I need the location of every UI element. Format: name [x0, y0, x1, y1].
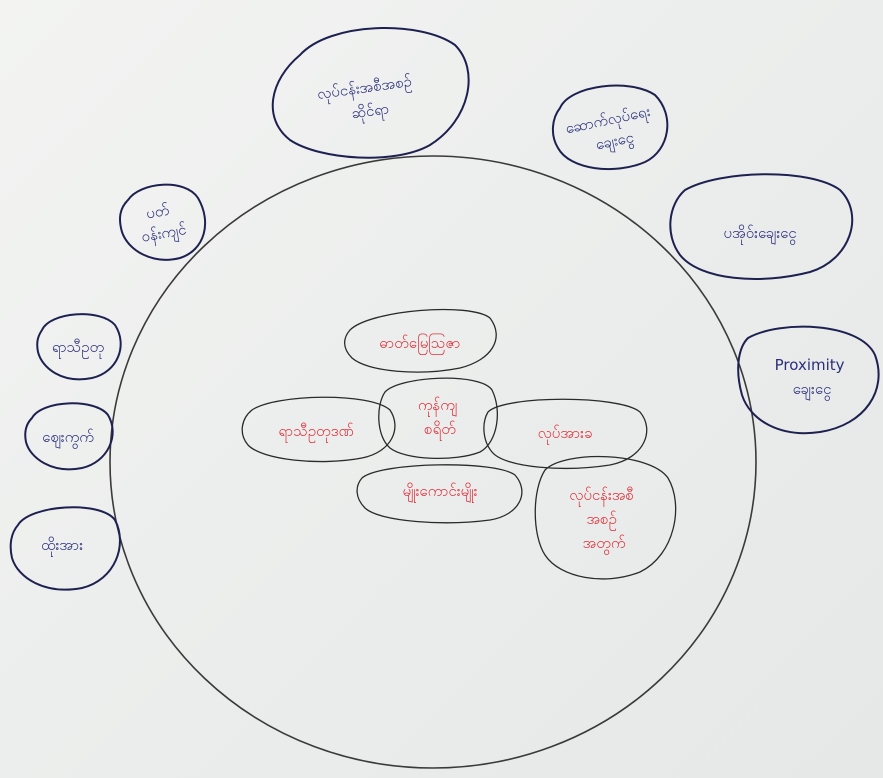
inner-node-bottom-right-line1: လုပ်ငန်းအစီ	[569, 486, 634, 507]
outer-node-top-line1: လုပ်ငန်းအစီအစဉ်	[316, 72, 413, 106]
svg-text:လုပ်ငန်းအစီ အစဉ်: လုပ်ငန်းအစီ အစဉ် အတွက်	[569, 486, 639, 555]
inner-node-center-line2: စရိတ်	[424, 420, 456, 441]
inner-node-center-right: လုပ်အားခ	[483, 398, 648, 469]
inner-node-center: ကုန်ကျ စရိတ်	[378, 377, 498, 460]
outer-node-left-3: ဈေးကွက်	[24, 402, 114, 471]
outer-node-top: လုပ်ငန်းအစီအစဉ် ဆိုင်ရာ	[271, 27, 470, 159]
inner-node-center-top: ဓာတ်မြေဩဇာ	[343, 308, 497, 373]
svg-text:ဆောက်လုပ်ရေး ချေးငွေ: ဆောက်လုပ်ရေး ချေးငွေ	[564, 101, 662, 162]
outer-node-left-4-label: ထိုးအား	[41, 536, 83, 557]
outer-node-right-2-line2: ချေးငွေ	[793, 380, 832, 401]
inner-node-center-line1: ကုန်ကျ	[418, 396, 458, 417]
svg-text:ကုန်ကျ စရိတ်: ကုန်ကျ စရိတ်	[418, 396, 462, 441]
inner-node-bottom-right-line2: အစဉ်	[586, 510, 617, 531]
svg-text:Proximity ချေးငွေ: Proximity ချေးငွေ	[775, 356, 850, 401]
inner-node-center-bottom-label: မျိုးကောင်းမျိုး	[403, 482, 478, 503]
inner-node-center-bottom: မျိုးကောင်းမျိုး	[356, 464, 523, 524]
inner-node-center-right-label: လုပ်အားခ	[538, 424, 593, 445]
main-circle	[109, 155, 757, 769]
inner-node-center-left: ရာသီဥတုဒဏ်	[241, 396, 396, 463]
outer-node-right-1-label: ပအိုဝ်းချေးငွေ	[723, 224, 796, 245]
outer-node-left-1-line1: ပတ်	[145, 201, 171, 223]
outer-node-left-1-line2: ဝန်းကျင်	[140, 220, 188, 249]
outer-node-left-1: ပတ် ဝန်းကျင်	[119, 183, 207, 261]
svg-text:လုပ်ငန်းအစီအစဉ် ဆိုင်ရ: လုပ်ငန်းအစီအစဉ် ဆိုင်ရာ	[316, 71, 421, 129]
outer-node-left-2-label: ရာသီဥတု	[52, 338, 104, 359]
outer-node-left-2: ရာသီဥတု	[36, 313, 122, 381]
outer-node-top-right-1-line2: ချေးငွေ	[594, 128, 636, 157]
outer-node-top-right-1: ဆောက်လုပ်ရေး ချေးငွေ	[552, 84, 669, 171]
outer-node-right-2-line1: Proximity	[775, 356, 845, 374]
outer-node-left-3-label: ဈေးကွက်	[42, 428, 94, 449]
outer-node-left-4: ထိုးအား	[9, 506, 121, 591]
outer-node-right-2: Proximity ချေးငွေ	[737, 325, 880, 435]
inner-node-bottom-right: လုပ်ငန်းအစီ အစဉ် အတွက်	[534, 455, 677, 580]
outer-node-right-1: ပအိုဝ်းချေးငွေ	[669, 173, 854, 280]
inner-node-center-top-label: ဓာတ်မြေဩဇာ	[380, 333, 461, 355]
inner-node-bottom-right-line3: အတွက်	[582, 534, 625, 555]
inner-node-center-left-label: ရာသီဥတုဒဏ်	[278, 422, 353, 443]
outer-node-top-line2: ဆိုင်ရာ	[350, 99, 390, 125]
svg-text:ပတ် ဝန်းကျင်: ပတ် ဝန်းကျင်	[136, 198, 188, 248]
